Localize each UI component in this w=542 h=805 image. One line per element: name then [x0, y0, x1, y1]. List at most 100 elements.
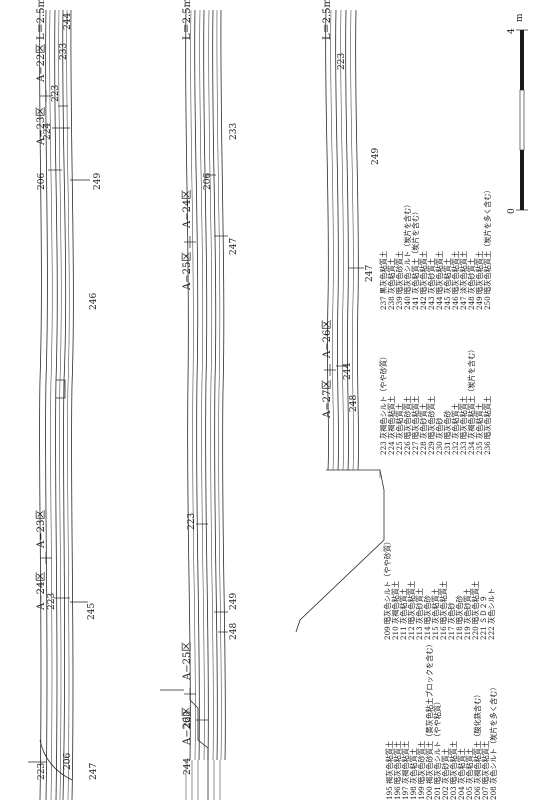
stratum-line	[45, 9, 48, 801]
legend-entry: 209 暗灰色シルト（やや砂質）	[383, 538, 392, 640]
stratum-line	[335, 9, 339, 471]
legend-entry: 201 暗灰色シルト（やや粘質）	[433, 698, 442, 800]
legend-entry: 226 暗灰色砂質土	[403, 396, 412, 455]
stratum-line	[62, 9, 67, 801]
legend-entry: 198 灰色粘質土	[409, 748, 418, 800]
legend-entry: 247 淡灰色粘質土	[459, 251, 468, 310]
section-label: A−27区	[321, 380, 333, 419]
scale-bar: 0 4 m	[507, 13, 528, 214]
layer-leaders-col1	[48, 105, 90, 603]
stratum-notch	[56, 379, 66, 399]
layer-number: 223	[51, 85, 61, 102]
layer-numbers-col1: 244 233 223 224 206 249 246 223 245 206 …	[37, 13, 103, 780]
stratum-line	[54, 9, 58, 801]
section-label: A−24区	[35, 572, 47, 611]
legend-entry: 243 灰色砂質土	[427, 258, 436, 310]
layer-number: 247	[89, 763, 99, 780]
layer-number: 206	[203, 173, 213, 190]
legend-entry: 228 灰色砂質土	[419, 403, 428, 455]
stratum-line	[39, 9, 42, 801]
legend-entry: 216 暗灰色粘質土	[439, 581, 448, 640]
legend-entry: 212 暗灰色粘質土	[407, 581, 416, 640]
legend-entry: 214 暗灰色砂	[423, 595, 432, 640]
legend-entry: 233 暗灰色粘質土	[459, 396, 468, 455]
stratum-line	[194, 9, 200, 761]
legend-entry: 219 灰色砂質土	[463, 588, 472, 640]
scale-unit: m	[515, 13, 525, 22]
legend-entry: 230 灰色砂	[435, 417, 444, 455]
stratum-line	[70, 9, 74, 801]
layer-numbers-col3: 223 249 247 244 248	[337, 53, 381, 412]
stratum-step	[189, 699, 209, 800]
level-label: L＝2.5m	[36, 0, 47, 40]
layer-numbers-col2: 233 206 247 223 249 248 223 244	[183, 123, 239, 775]
legend-entry: 248 灰色砂質土	[467, 258, 476, 310]
layer-number: 248	[349, 395, 359, 412]
legend-entry: 231 暗灰色砂	[443, 410, 452, 455]
section-label: A−26区	[321, 320, 333, 359]
legend-entry: 239 暗灰色砂質土	[395, 251, 404, 310]
legend-entry: 199 暗灰色砂質土	[417, 741, 426, 800]
profile-col2	[185, 9, 226, 800]
section-label: A−25区	[181, 642, 193, 681]
layer-number: 233	[229, 123, 239, 140]
layer-number: 206	[63, 753, 73, 770]
legend-entry: 208 灰色シルト（炭片を多く含む）	[489, 683, 498, 800]
section-label: A−26区	[181, 707, 193, 746]
scale-max: 4	[507, 28, 517, 34]
legend-entry: 246 暗灰色粘質土	[451, 251, 460, 310]
stratum-line	[340, 9, 344, 471]
legend-entry: 197 灰褐色粘質土	[401, 741, 410, 800]
layer-number: 224	[43, 123, 53, 140]
stratum-line	[199, 9, 205, 761]
layer-number: 223	[47, 593, 57, 610]
legend-entry: 223 灰褐色シルト（やや砂質）	[379, 353, 388, 455]
legend-entry: 200 褐灰色砂質土（黄灰色粘土ブロックを含む）	[425, 640, 434, 800]
scale-bar-black	[520, 30, 524, 90]
legend-entry: 227 暗灰色粘質土	[411, 396, 420, 455]
layer-number: 223	[183, 711, 193, 728]
stratum-line	[216, 9, 222, 761]
legend-entry: 213 灰色砂質土	[415, 588, 424, 640]
level-label: L＝2.5m	[182, 0, 193, 40]
legend-entry: 240 暗灰色シルト（炭片を含む）	[403, 201, 412, 310]
layer-number: 248	[229, 623, 239, 640]
legend-entry: 211 灰色粘質土	[399, 588, 408, 640]
legend-entry: 229 暗灰色砂質土	[427, 396, 436, 455]
section-label: A−24区	[181, 190, 193, 229]
layer-number: 246	[89, 293, 99, 310]
layer-number: 223	[37, 763, 47, 780]
stratum-line	[190, 9, 196, 761]
legend-entry: 205 灰色粘質土	[465, 748, 474, 800]
layer-number: 247	[365, 265, 375, 282]
scale-bar-black	[520, 150, 524, 210]
stratum-line	[208, 9, 214, 761]
legend-entry: 242 暗灰色粘質土	[419, 251, 428, 310]
layer-number: 244	[343, 363, 353, 380]
layer-number: 223	[187, 513, 197, 530]
legend-entry: 218 暗灰色砂	[455, 595, 464, 640]
legend-d: 195 褐灰色粘質土 196 暗灰色粘質土 197 灰褐色粘質土 198 灰色粘…	[385, 640, 498, 800]
layer-number: 206	[37, 173, 47, 190]
legend-entry: 241 灰色粘質土（炭片を含む）	[411, 208, 420, 310]
legend-entry: 236 暗灰色粘質土	[483, 396, 492, 455]
legend-entry: 210 灰褐色粘質土	[391, 581, 400, 640]
legend-entry: 224 灰褐色粘質土	[387, 396, 396, 455]
section-label: A−23区	[35, 510, 47, 549]
stratum-line	[325, 9, 329, 471]
layer-number: 244	[183, 758, 193, 775]
legend-entry: 207 暗灰色粘質土	[481, 741, 490, 800]
legend-entry: 220 暗灰色粘質土	[471, 581, 480, 640]
stratum-line	[49, 9, 53, 801]
legend-entry: 244 暗灰色粘質土	[435, 251, 444, 310]
layer-leaders-col3	[336, 267, 364, 367]
legend-entry: 203 暗灰色粘質土	[449, 741, 458, 800]
layer-number: 233	[59, 43, 69, 60]
legend-entry: 215 灰色粘質土	[431, 588, 440, 640]
stratum-line	[350, 9, 354, 471]
legend-entry: 234 灰褐色粘質土（炭片を含む）	[467, 346, 476, 455]
legend-entry: 221 ＳＤ２９	[479, 595, 488, 640]
stratum-line	[220, 9, 226, 761]
stratum-line	[58, 9, 62, 801]
legend-entry: 237 黒灰色粘質土	[379, 251, 388, 310]
